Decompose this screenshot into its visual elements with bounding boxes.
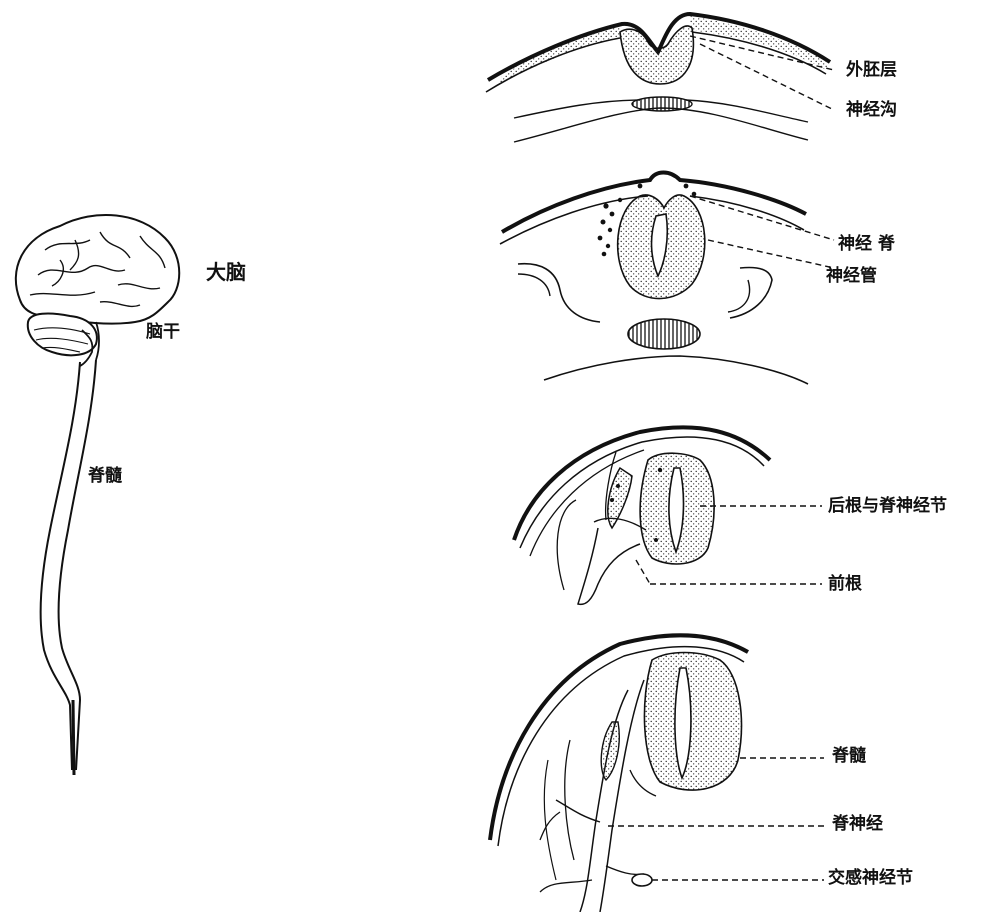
label-neural-crest: 神经 脊 xyxy=(838,236,895,253)
spinal-cord-4 xyxy=(644,653,741,791)
label-brain: 大脑 xyxy=(206,262,246,282)
notochord-2 xyxy=(628,319,700,349)
label-neural-tube: 神经管 xyxy=(826,268,877,285)
notochord xyxy=(632,97,692,111)
label-spinal-cord-left: 脊髓 xyxy=(88,468,122,485)
label-spinal-nerve: 脊神经 xyxy=(832,816,883,833)
cns-overview xyxy=(16,215,179,775)
sympathetic-ganglion xyxy=(632,874,652,886)
stage2-neural-tube xyxy=(500,173,808,385)
neural-plate xyxy=(620,26,693,84)
label-brainstem: 脑干 xyxy=(146,324,180,341)
stage1-neural-groove xyxy=(486,14,830,142)
ventral-root xyxy=(578,528,640,604)
label-dorsal-root: 后根与脊神经节 xyxy=(828,498,947,515)
label-spinal-cord-right: 脊髓 xyxy=(832,748,866,765)
stage3-roots xyxy=(514,427,770,604)
cerebrum xyxy=(16,215,179,324)
dorsal-ganglion-4 xyxy=(601,722,619,780)
label-ectoderm: 外胚层 xyxy=(846,62,897,79)
stage4-spinal-nerve xyxy=(490,635,748,912)
label-sympathetic-ganglion: 交感神经节 xyxy=(828,870,913,887)
label-ventral-root: 前根 xyxy=(828,576,862,593)
label-neural-groove: 神经沟 xyxy=(846,102,897,119)
